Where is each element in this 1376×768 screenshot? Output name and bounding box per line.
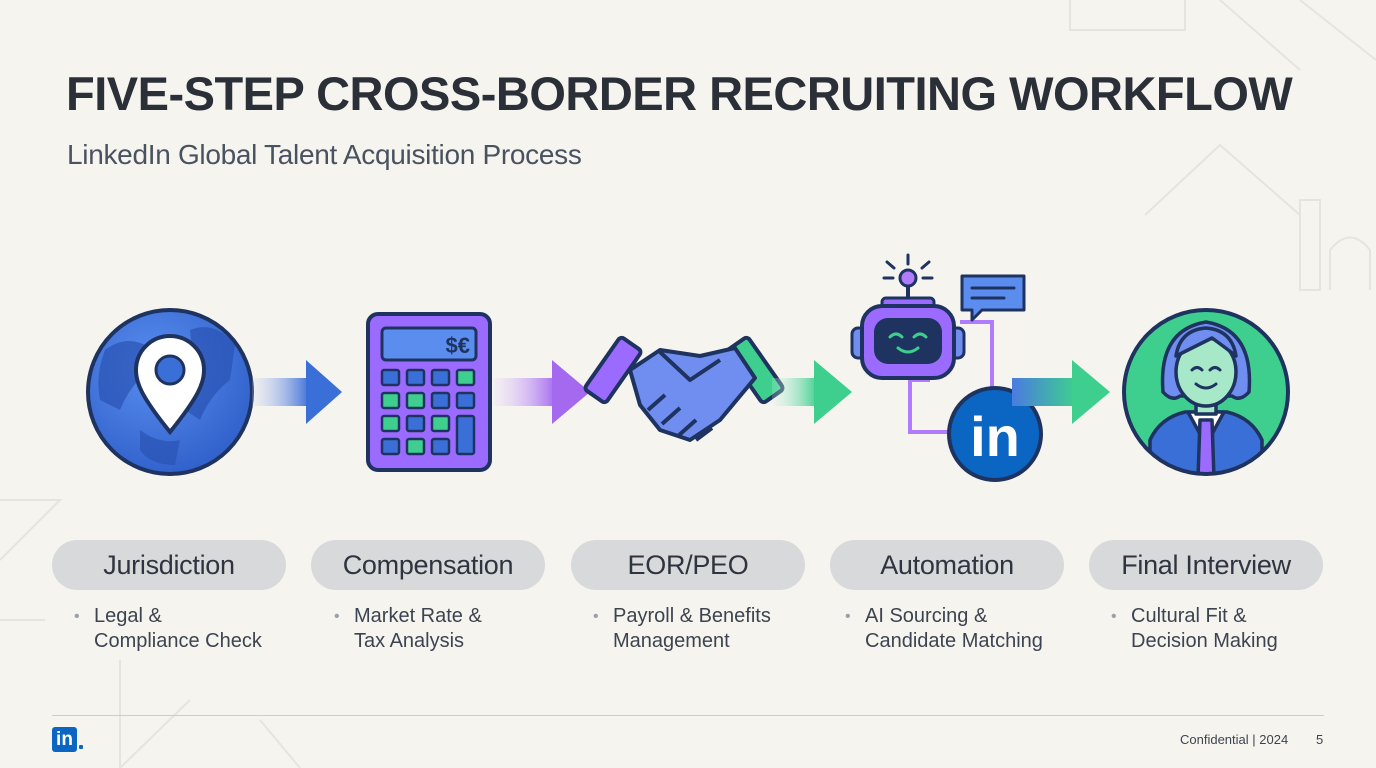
description-line: Candidate Matching xyxy=(865,630,1043,652)
linkedin-logo-dot xyxy=(79,745,83,749)
step-description-final-interview: Cultural Fit & Decision Making xyxy=(1111,604,1371,654)
step-label-eor-peo: EOR/PEO xyxy=(571,540,805,590)
slide-subtitle: LinkedIn Global Talent Acquisition Proce… xyxy=(67,139,582,170)
page-number: 5 xyxy=(1316,732,1324,747)
flow-arrow-3 xyxy=(772,360,852,424)
currency-symbols: $€ xyxy=(446,333,470,358)
footer-divider xyxy=(52,715,1324,716)
step-description-automation: AI Sourcing & Candidate Matching xyxy=(845,604,1105,654)
description-line: Payroll & Benefits xyxy=(613,605,771,627)
linkedin-badge-text: in xyxy=(970,405,1020,468)
globe-location-pin-icon xyxy=(86,308,254,476)
description-line: Decision Making xyxy=(1131,630,1278,652)
calculator-icon: $€ xyxy=(366,312,492,472)
candidate-avatar-icon xyxy=(1122,308,1290,476)
step-description-eor-peo: Payroll & Benefits Management xyxy=(593,604,853,654)
workflow-diagram: $€ xyxy=(86,253,1290,482)
description-line: Legal & xyxy=(94,605,162,627)
step-description-compensation: Market Rate & Tax Analysis xyxy=(334,604,594,654)
description-line: Market Rate & xyxy=(354,605,482,627)
robot-linkedin-icon: in xyxy=(850,253,1043,482)
step-label-automation: Automation xyxy=(830,540,1064,590)
description-line: Cultural Fit & xyxy=(1131,605,1247,627)
handshake-icon xyxy=(583,335,785,442)
flow-arrow-1 xyxy=(252,360,342,424)
step-label-compensation: Compensation xyxy=(311,540,545,590)
footer-confidential: Confidential | 2024 xyxy=(1180,732,1289,747)
description-line: Management xyxy=(613,630,730,652)
linkedin-logo-icon: in xyxy=(52,727,77,752)
step-label-final-interview: Final Interview xyxy=(1089,540,1323,590)
description-line: Tax Analysis xyxy=(354,630,465,652)
flow-arrow-4 xyxy=(1012,360,1110,424)
step-label-jurisdiction: Jurisdiction xyxy=(52,540,286,590)
step-description-jurisdiction: Legal & Compliance Check xyxy=(74,604,334,654)
flow-arrow-2 xyxy=(494,360,590,424)
description-line: AI Sourcing & xyxy=(865,605,988,627)
description-line: Compliance Check xyxy=(94,630,262,652)
slide-title: FIVE-STEP CROSS-BORDER RECRUITING WORKFL… xyxy=(66,67,1293,120)
